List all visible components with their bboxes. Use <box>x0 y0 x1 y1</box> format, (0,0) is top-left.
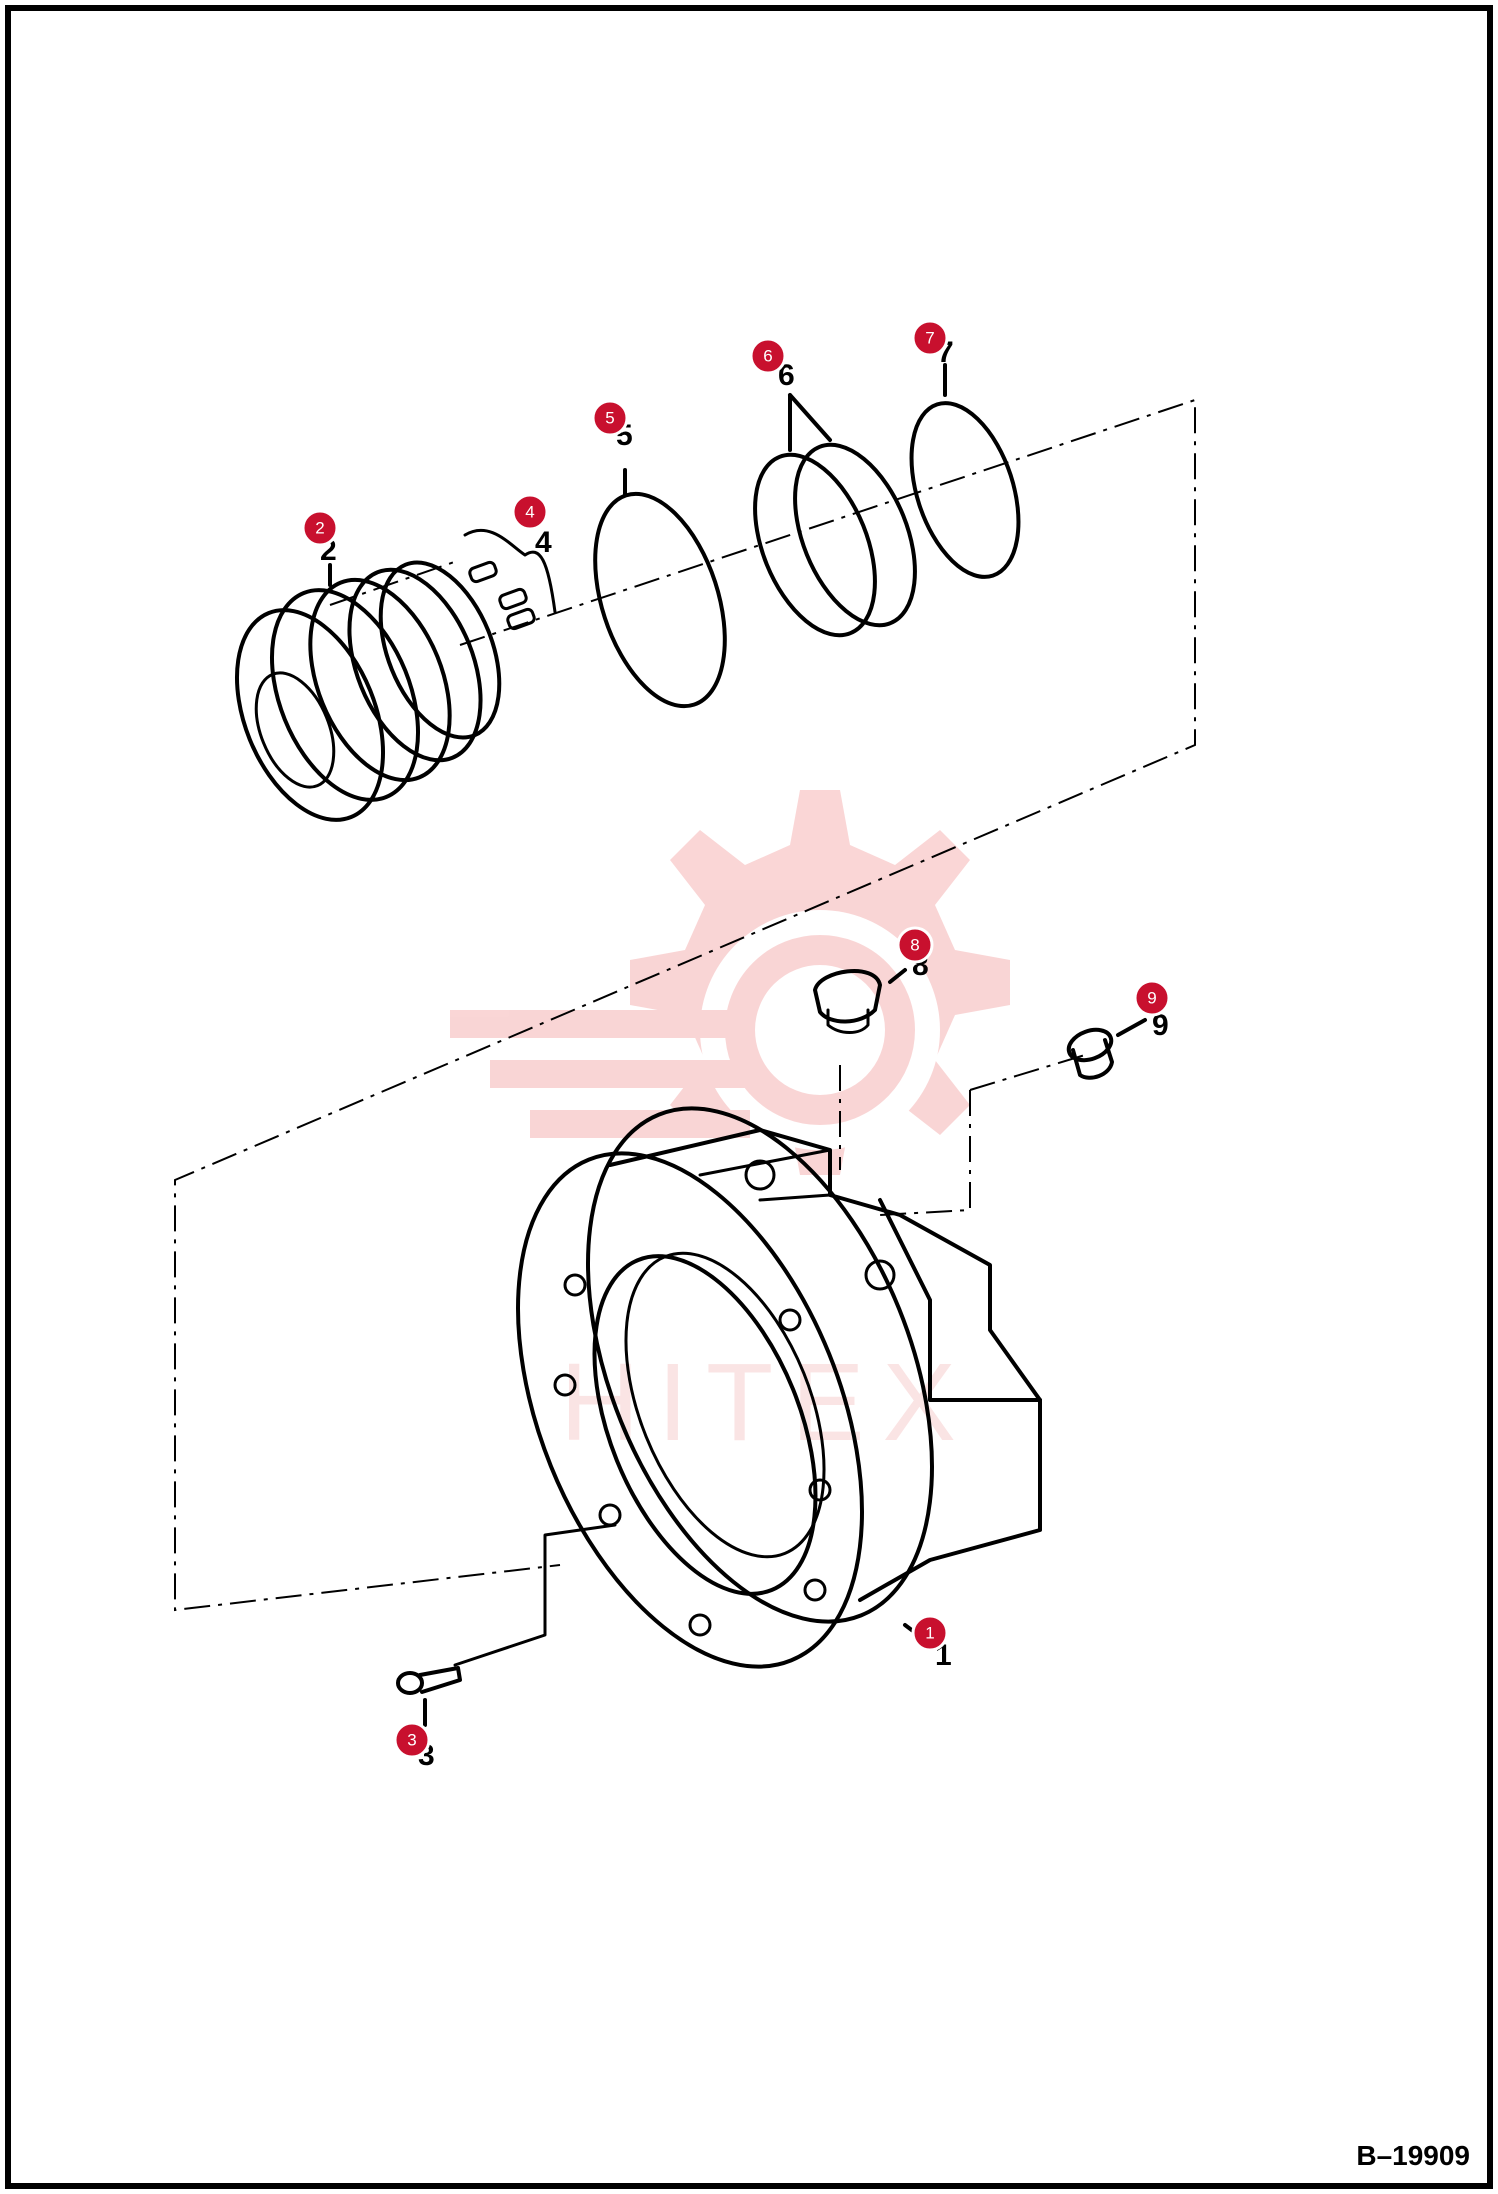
svg-text:7: 7 <box>925 329 934 348</box>
callout-9[interactable]: 9 <box>1133 979 1171 1017</box>
svg-text:1: 1 <box>925 1624 934 1643</box>
valve-set-part <box>463 528 557 631</box>
plug-9-part <box>1066 1027 1114 1080</box>
diagram-reference-code: B–19909 <box>1356 2140 1470 2171</box>
part-number-4: 4 <box>535 526 552 559</box>
ring-7-part <box>909 401 1021 579</box>
piston-part <box>234 560 502 822</box>
ring-pair-6-part <box>753 442 917 638</box>
bolt-3-part <box>396 1666 462 1695</box>
svg-text:3: 3 <box>407 1731 416 1750</box>
svg-text:5: 5 <box>605 409 614 428</box>
callout-2[interactable]: 2 <box>301 509 339 547</box>
svg-text:6: 6 <box>763 347 772 366</box>
watermark-text: HITEX <box>560 1341 974 1464</box>
part-number-9: 9 <box>1152 1009 1169 1042</box>
svg-text:9: 9 <box>1147 989 1156 1008</box>
plug-8-part <box>813 969 882 1034</box>
callout-4[interactable]: 4 <box>511 493 549 531</box>
watermark-gear-logo <box>450 790 1010 1175</box>
housing-part <box>453 1106 1042 1669</box>
callout-3[interactable]: 3 <box>393 1721 431 1759</box>
svg-text:2: 2 <box>315 519 324 538</box>
callout-6[interactable]: 6 <box>749 337 787 375</box>
callout-5[interactable]: 5 <box>591 399 629 437</box>
svg-text:8: 8 <box>910 936 919 955</box>
diagram-border <box>5 5 1493 2189</box>
callout-8[interactable]: 8 <box>896 926 934 964</box>
svg-text:4: 4 <box>525 503 534 522</box>
callout-7[interactable]: 7 <box>911 319 949 357</box>
callout-1[interactable]: 1 <box>911 1614 949 1652</box>
